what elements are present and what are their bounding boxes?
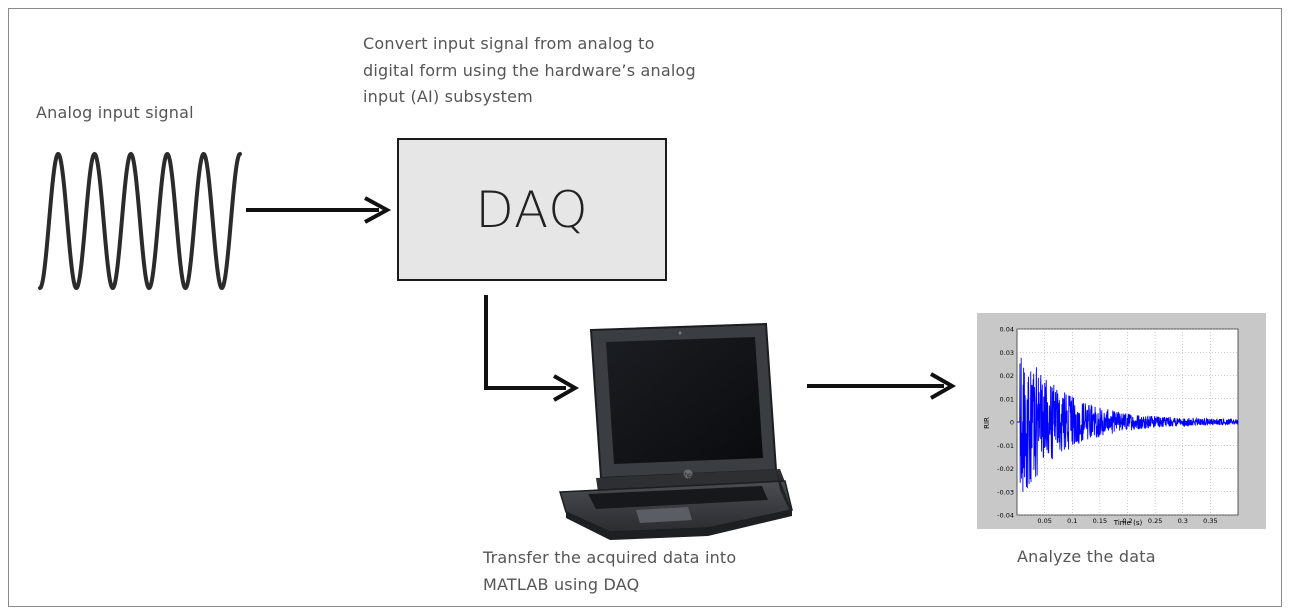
chart-x-tick-label: 0.15	[1093, 517, 1107, 525]
chart-x-axis-label: Time (s)	[1113, 519, 1143, 527]
convert-line-1: Convert input signal from analog to	[363, 34, 655, 53]
analog-input-label: Analog input signal	[36, 103, 194, 122]
chart-y-tick-label: 0.01	[1000, 395, 1014, 403]
rir-chart: 0.04 0.03 0.02 0.01 0 -0.01 -0.02 -0.03 -0.04 0.…	[977, 313, 1266, 529]
analog-signal-wave	[38, 151, 242, 291]
chart-x-tick-label: 0.35	[1203, 517, 1217, 525]
laptop-brand-mark: hp	[684, 472, 692, 479]
chart-x-tick-label: 0.1	[1067, 517, 1077, 525]
chart-y-tick-label: 0.03	[1000, 349, 1014, 357]
analyze-label: Analyze the data	[1017, 547, 1156, 566]
chart-x-tick-label: 0.05	[1037, 517, 1051, 525]
arrow-signal-to-daq	[246, 196, 392, 224]
chart-y-ticks: 0.04 0.03 0.02 0.01 0 -0.01 -0.02 -0.03 -0.04	[997, 326, 1014, 520]
transfer-line-1: Transfer the acquired data into	[483, 548, 737, 567]
convert-line-2: digital form using the hardware’s analog	[363, 61, 696, 80]
chart-y-tick-label: -0.03	[997, 488, 1014, 496]
convert-line-3: input (AI) subsystem	[363, 87, 533, 106]
chart-y-tick-label: 0.04	[1000, 326, 1014, 334]
chart-y-tick-label: 0	[1010, 419, 1014, 427]
laptop-icon: hp	[559, 322, 793, 540]
chart-y-tick-label: -0.04	[997, 512, 1014, 520]
chart-y-tick-label: -0.01	[997, 442, 1014, 450]
chart-x-tick-label: 0.2	[1122, 517, 1132, 525]
chart-y-tick-label: -0.02	[997, 465, 1014, 473]
transfer-line-2: MATLAB using DAQ	[483, 575, 640, 594]
daq-box: DAQ	[397, 138, 667, 281]
chart-x-ticks: 0.05 0.1 0.15 0.2 0.25 0.3 0.35	[1037, 517, 1217, 525]
chart-x-tick-label: 0.25	[1148, 517, 1162, 525]
chart-series-rir	[1017, 357, 1239, 492]
chart-y-axis-label: RIR	[983, 417, 991, 429]
chart-y-tick-label: 0.02	[1000, 372, 1014, 380]
daq-label: DAQ	[475, 180, 589, 239]
chart-x-tick-label: 0.3	[1178, 517, 1188, 525]
arrow-daq-to-laptop	[484, 295, 580, 402]
arrow-laptop-to-plot	[807, 372, 957, 400]
